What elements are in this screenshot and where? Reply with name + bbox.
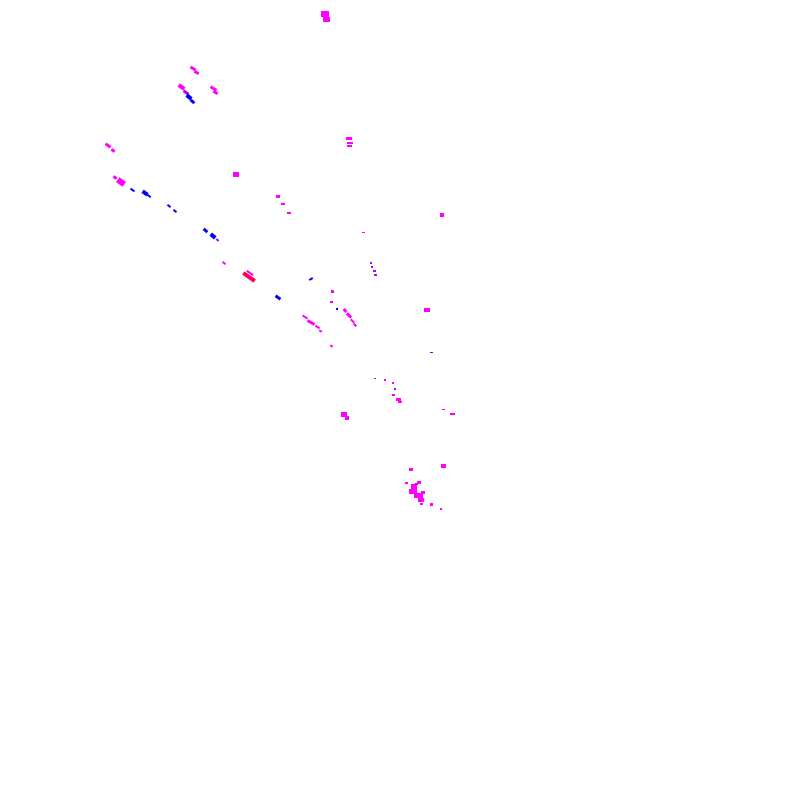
map-feature-mark bbox=[146, 194, 152, 198]
map-feature-mark bbox=[384, 379, 386, 381]
map-feature-mark bbox=[374, 378, 376, 379]
map-feature-mark bbox=[440, 213, 444, 217]
map-feature-mark bbox=[321, 11, 329, 17]
map-feature-mark bbox=[341, 412, 347, 417]
map-feature-mark bbox=[409, 468, 413, 471]
map-feature-mark bbox=[189, 65, 197, 72]
map-feature-mark bbox=[112, 175, 118, 180]
map-feature-mark bbox=[392, 394, 395, 396]
map-feature-mark bbox=[129, 187, 136, 193]
map-feature-mark bbox=[418, 498, 424, 502]
map-feature-mark bbox=[421, 491, 425, 494]
map-feature-mark bbox=[308, 277, 314, 281]
map-feature-mark bbox=[415, 483, 418, 485]
map-feature-mark bbox=[411, 484, 417, 490]
map-feature-mark bbox=[141, 189, 149, 197]
map-feature-mark bbox=[242, 271, 256, 283]
map-feature-mark bbox=[396, 398, 401, 401]
map-feature-mark bbox=[347, 145, 352, 147]
map-feature-mark bbox=[301, 314, 309, 320]
map-feature-mark bbox=[331, 290, 334, 293]
map-feature-mark bbox=[166, 203, 172, 209]
map-feature-mark bbox=[398, 401, 402, 403]
map-feature-mark bbox=[189, 98, 196, 105]
map-feature-mark bbox=[329, 344, 334, 348]
map-feature-mark bbox=[371, 266, 373, 268]
map-feature-mark bbox=[287, 212, 291, 214]
map-feature-mark bbox=[342, 308, 348, 313]
map-feature-mark bbox=[350, 318, 355, 324]
map-feature-mark bbox=[116, 177, 126, 187]
map-feature-mark bbox=[221, 260, 227, 266]
map-feature-mark bbox=[441, 464, 446, 468]
map-feature-mark bbox=[233, 172, 239, 177]
map-feature-mark bbox=[314, 324, 321, 330]
map-feature-mark bbox=[318, 329, 323, 333]
map-feature-mark bbox=[177, 83, 186, 91]
map-feature-mark bbox=[336, 308, 338, 310]
map-feature-mark bbox=[202, 227, 209, 234]
map-feature-mark bbox=[347, 142, 353, 144]
map-feature-mark bbox=[417, 481, 421, 484]
map-feature-mark bbox=[374, 274, 377, 276]
map-feature-mark bbox=[209, 232, 217, 240]
map-feature-mark bbox=[345, 416, 349, 420]
map-feature-mark bbox=[276, 195, 280, 198]
map-feature-mark bbox=[209, 85, 218, 92]
map-feature-mark bbox=[323, 17, 330, 22]
map-feature-mark bbox=[405, 482, 408, 484]
map-feature-mark bbox=[392, 382, 394, 384]
map-feature-mark bbox=[212, 89, 219, 96]
map-feature-mark bbox=[185, 93, 193, 101]
map-feature-mark bbox=[430, 503, 433, 506]
map-feature-mark bbox=[424, 308, 430, 312]
map-feature-mark bbox=[394, 388, 396, 390]
map-feature-mark bbox=[414, 493, 423, 498]
map-feature-mark bbox=[330, 301, 333, 303]
map-feature-mark bbox=[193, 69, 200, 76]
map-feature-mark bbox=[345, 312, 353, 319]
map-feature-mark bbox=[172, 208, 178, 214]
map-feature-mark bbox=[370, 262, 372, 264]
map-feature-mark bbox=[352, 322, 358, 328]
map-feature-mark bbox=[362, 232, 365, 233]
map-feature-mark bbox=[420, 503, 423, 505]
map-feature-mark bbox=[274, 294, 282, 301]
map-feature-mark bbox=[215, 238, 220, 242]
map-feature-mark bbox=[440, 508, 442, 510]
map-feature-mark bbox=[450, 413, 455, 415]
map-feature-mark bbox=[346, 137, 352, 140]
map-feature-mark bbox=[373, 270, 376, 272]
map-feature-mark bbox=[110, 148, 116, 153]
map-feature-mark bbox=[104, 142, 112, 149]
map-feature-mark bbox=[246, 269, 254, 277]
map-feature-mark bbox=[442, 409, 445, 410]
map-feature-mark bbox=[409, 489, 417, 494]
map-feature-mark bbox=[306, 319, 316, 326]
map-feature-mark bbox=[281, 203, 285, 205]
map-feature-mark bbox=[430, 352, 433, 353]
